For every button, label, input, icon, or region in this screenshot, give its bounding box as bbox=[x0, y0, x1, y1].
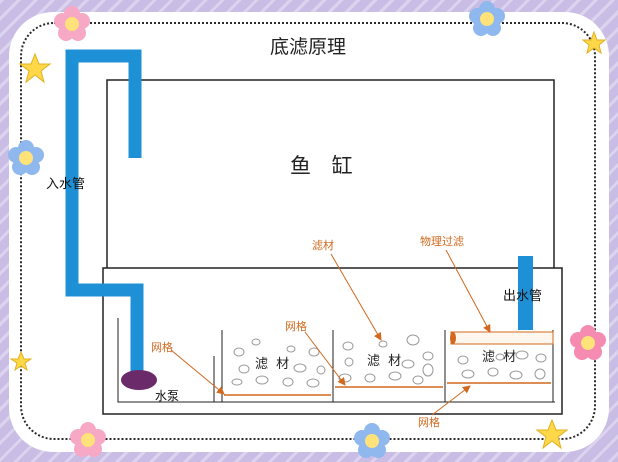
aquarium-tank bbox=[106, 79, 555, 272]
flower-icon bbox=[8, 140, 44, 175]
filter-media-label-3: 滤 材 bbox=[482, 350, 519, 365]
dotted-border bbox=[20, 22, 596, 440]
diagram-title: 底滤原理 bbox=[270, 36, 347, 58]
physical-filter-pad-end bbox=[450, 332, 456, 344]
filter-media-label-1: 滤 材 bbox=[255, 357, 292, 372]
inlet-pipe-label: 入水管 bbox=[46, 177, 86, 192]
tank-label: 鱼 缸 bbox=[290, 154, 360, 178]
water-pump bbox=[121, 370, 157, 390]
star-icon bbox=[9, 350, 33, 372]
filter-media-3 bbox=[457, 350, 547, 380]
outlet-pipe-label: 出水管 bbox=[503, 289, 543, 304]
sump-inner-wall bbox=[117, 318, 555, 403]
arrow-filter-media bbox=[330, 253, 382, 341]
flower-icon bbox=[469, 1, 505, 36]
filter-media-1 bbox=[231, 338, 326, 388]
filter-media-2 bbox=[338, 334, 434, 385]
arrow-physical-filter bbox=[445, 249, 491, 333]
flower-icon bbox=[354, 423, 390, 458]
flower-icon bbox=[54, 6, 90, 41]
star-icon bbox=[581, 30, 607, 55]
annotation-physical-filter: 物理过滤 bbox=[420, 235, 464, 248]
flower-icon bbox=[70, 422, 106, 457]
annotation-grid-left: 网格 bbox=[151, 341, 173, 354]
arrow-grid-left bbox=[170, 349, 225, 395]
arrow-grid-bottom bbox=[431, 385, 471, 416]
filter-media-label-2: 滤 材 bbox=[367, 354, 404, 369]
annotation-filter-media: 滤材 bbox=[312, 239, 334, 252]
inlet-pipe bbox=[65, 49, 144, 376]
annotation-grid-middle: 网格 bbox=[285, 320, 307, 333]
physical-filter-pad bbox=[450, 331, 554, 345]
arrow-grid-middle bbox=[304, 331, 346, 386]
outlet-pipe bbox=[518, 256, 533, 330]
pump-label: 水泵 bbox=[155, 389, 180, 403]
flower-icon bbox=[570, 325, 606, 360]
annotation-grid-bottom: 网格 bbox=[418, 416, 440, 429]
star-icon bbox=[535, 418, 569, 450]
star-icon bbox=[18, 52, 52, 84]
